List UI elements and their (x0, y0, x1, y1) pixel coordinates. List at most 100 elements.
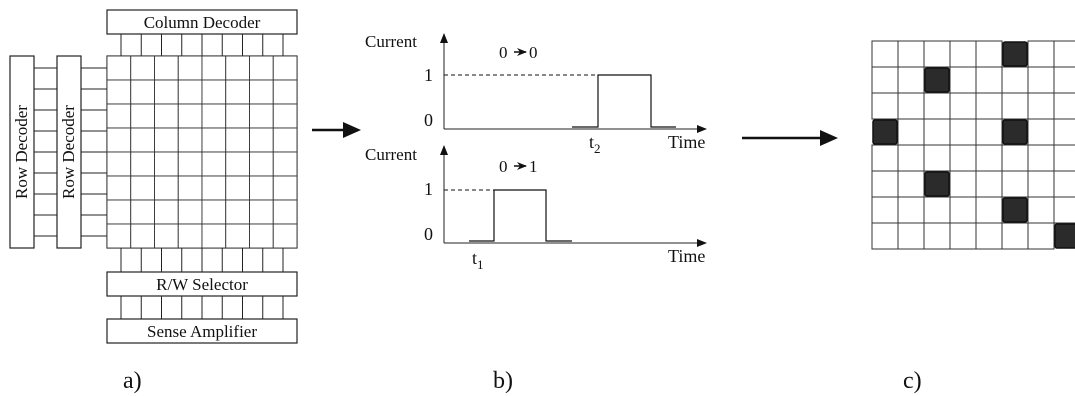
bit-cell (1053, 196, 1075, 224)
memory-cell (201, 199, 227, 225)
column-decoder-box (106, 9, 298, 35)
bit-cell (1027, 196, 1055, 224)
bit-cell (1053, 40, 1075, 68)
memory-cell (130, 127, 155, 153)
top-time-label: t2 (589, 132, 601, 156)
bit-cell (923, 144, 951, 172)
bit-cell (1053, 144, 1075, 172)
bit-cell (975, 66, 1003, 94)
memory-cell (154, 151, 179, 177)
memory-cell (130, 79, 155, 105)
row-decoder-connectors (34, 67, 107, 237)
array-bottom-connectors (120, 248, 284, 272)
memory-cell (106, 103, 132, 129)
memory-cell (272, 55, 298, 81)
bit-cell (949, 66, 977, 94)
memory-cell (154, 103, 179, 129)
memory-cell (272, 199, 298, 225)
bit-cell (1027, 144, 1055, 172)
memory-cell (249, 55, 274, 81)
bit-cell (975, 118, 1003, 146)
bit-cell (1053, 170, 1075, 198)
bit-cell (1001, 222, 1029, 250)
plot-0-to-1: Current 0 1 1 0 t1 Time (365, 145, 707, 272)
bit-cell-flipped (1002, 197, 1028, 223)
bit-cell (1027, 222, 1055, 250)
plot-0-to-0: Current 0 0 1 0 t2 Time (365, 32, 707, 156)
memory-cell (106, 151, 132, 177)
row-decoder-1-box (9, 55, 35, 249)
memory-cell (201, 223, 227, 249)
memory-cell (106, 79, 132, 105)
top-transition-from: 0 (499, 43, 508, 62)
memory-cell (177, 175, 203, 201)
bit-cell (949, 222, 977, 250)
memory-cell (249, 151, 274, 177)
memory-cell (225, 103, 250, 129)
memory-cell (225, 151, 250, 177)
bottom-level-low: 0 (424, 224, 433, 244)
panel-c-bit-grid: c) (871, 40, 1075, 394)
bit-cell (871, 92, 899, 120)
bit-cell-flipped (872, 119, 898, 145)
memory-cell (106, 127, 132, 153)
panel-a-caption: a) (123, 368, 142, 394)
top-x-axis-label: Time (668, 132, 705, 152)
bit-cell (1053, 118, 1075, 146)
bit-cell (1001, 66, 1029, 94)
memory-cell (201, 151, 227, 177)
bit-cell-flipped (924, 171, 950, 197)
bit-cell (897, 144, 925, 172)
bottom-y-axis-label: Current (365, 145, 417, 164)
row-decoder-2-label: Row Decoder (59, 105, 78, 199)
bit-cell (949, 170, 977, 198)
row-decoder-1-label: Row Decoder (12, 105, 31, 199)
bottom-transition-to: 1 (529, 157, 538, 176)
bit-cell (975, 196, 1003, 224)
memory-cell (272, 103, 298, 129)
memory-array-grid (106, 55, 298, 249)
memory-cell (154, 127, 179, 153)
memory-cell (249, 199, 274, 225)
bit-cell (923, 92, 951, 120)
memory-cell (249, 127, 274, 153)
top-y-axis-label: Current (365, 32, 417, 51)
bit-grid-cells (871, 40, 1075, 250)
bit-cell (923, 196, 951, 224)
memory-cell (201, 55, 227, 81)
bit-cell (1027, 118, 1055, 146)
bit-cell (1053, 92, 1075, 120)
top-pulse (572, 74, 676, 128)
bit-cell (871, 196, 899, 224)
memory-cell (272, 223, 298, 249)
top-level-low: 0 (424, 110, 433, 130)
memory-cell (106, 55, 132, 81)
panel-b-caption: b) (493, 368, 513, 394)
bit-cell-flipped (924, 67, 950, 93)
memory-cell (154, 55, 179, 81)
memory-cell (130, 199, 155, 225)
bit-cell (897, 222, 925, 250)
bottom-level-high: 1 (424, 179, 433, 199)
panel-c-caption: c) (903, 368, 922, 394)
bit-cell (975, 170, 1003, 198)
bit-cell (871, 170, 899, 198)
bit-cell (1027, 92, 1055, 120)
top-transition-to: 0 (529, 43, 538, 62)
row-decoder-2-box (56, 55, 82, 249)
top-level-high: 1 (424, 65, 433, 85)
memory-cell (249, 79, 274, 105)
arrow-a-to-b (312, 122, 361, 138)
bit-cell (1001, 144, 1029, 172)
bit-cell (1001, 92, 1029, 120)
bit-cell (949, 92, 977, 120)
memory-cell (154, 223, 179, 249)
bit-cell (975, 222, 1003, 250)
rw-selector-label: R/W Selector (156, 275, 248, 294)
memory-cell (225, 55, 250, 81)
memory-cell (249, 223, 274, 249)
memory-cell (272, 127, 298, 153)
memory-cell (177, 199, 203, 225)
memory-cell (201, 103, 227, 129)
bit-cell (897, 118, 925, 146)
